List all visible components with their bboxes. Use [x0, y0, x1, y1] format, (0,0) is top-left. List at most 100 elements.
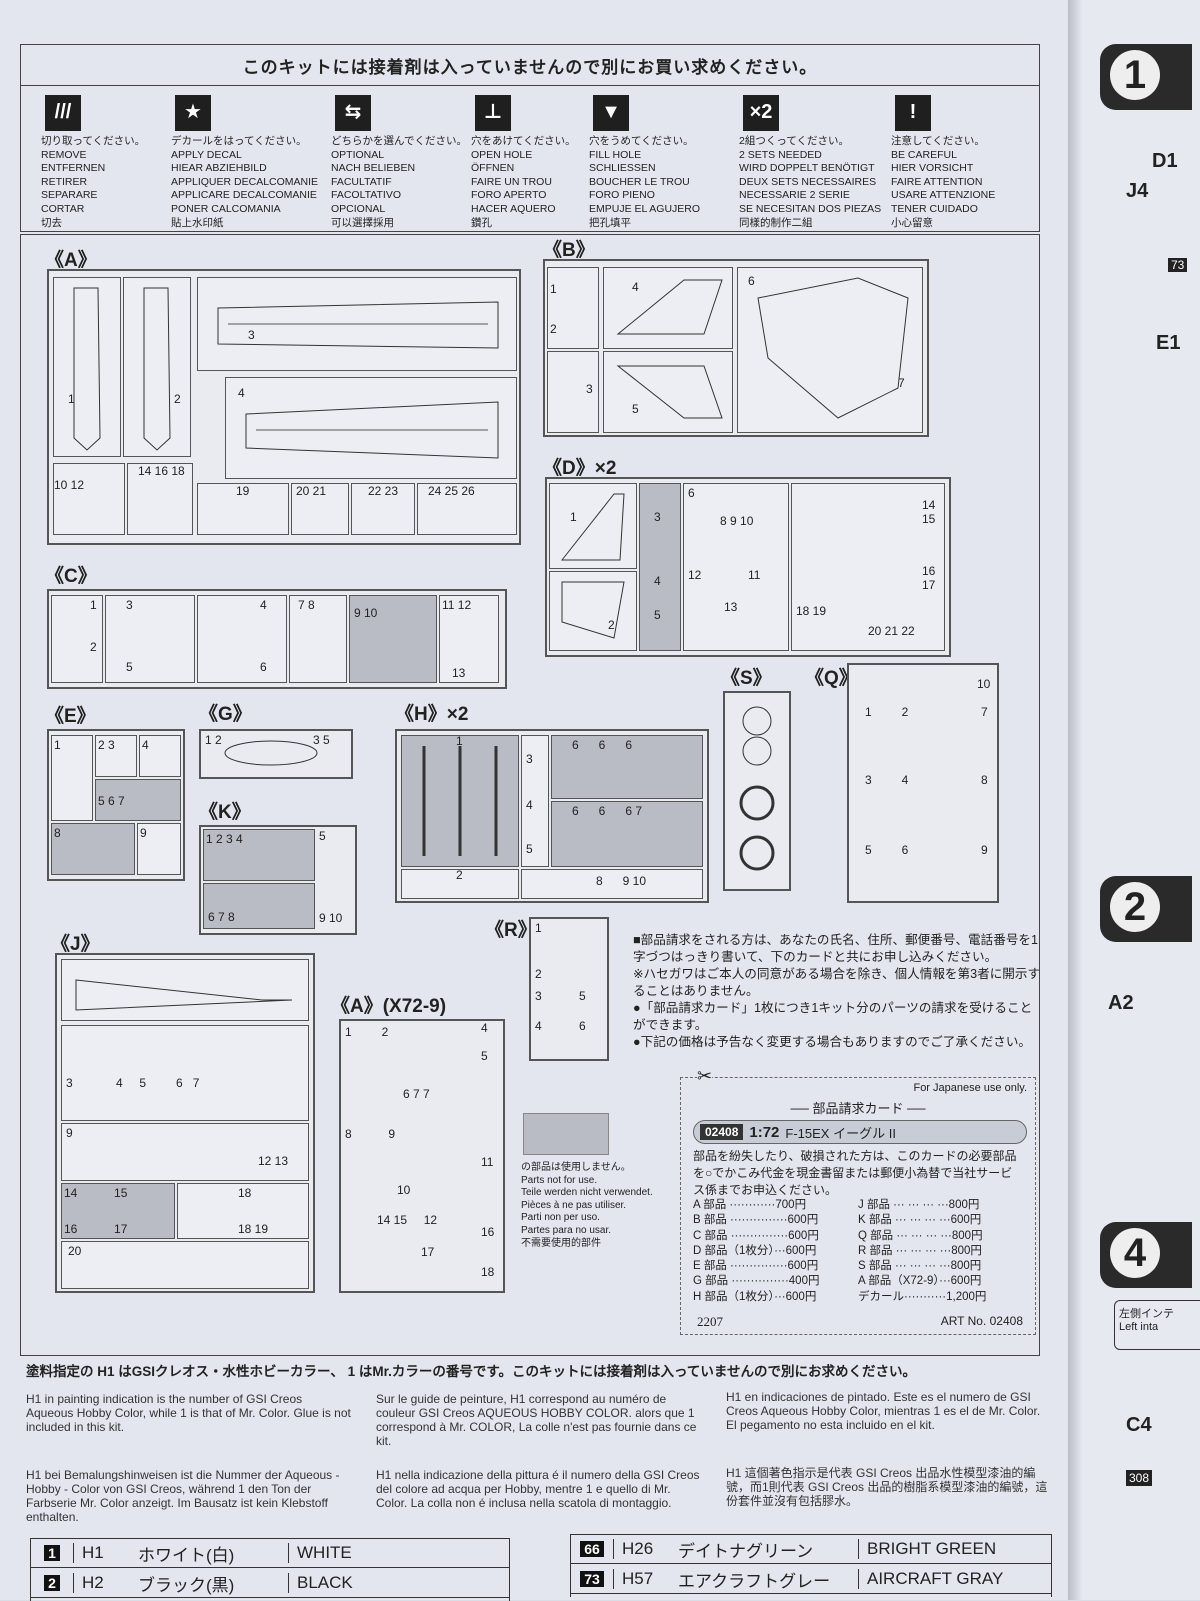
price-item: G 部品 ···············400円 [693, 1275, 820, 1288]
legend-text: RETIRER [41, 175, 88, 188]
legend-text: WIRD DOPPELT BENÖTIGT [739, 162, 875, 175]
parts-request-card: ✂ For Japanese use only. ── 部品請求カード ── 0… [680, 1066, 1036, 1335]
part-cell: 1 [401, 734, 519, 867]
part-cell: 4 [139, 735, 181, 777]
paint-note-de: H1 bei Bemalungshinweisen ist die Nummer… [26, 1468, 340, 1524]
legend-text: SCHLIESSEN [589, 162, 656, 175]
sprue-label-s: 《S》 [721, 668, 772, 689]
price-item: B 部品 ···············600円 [693, 1214, 819, 1227]
decal-star-icon: ★ [175, 95, 211, 131]
part-cell: 6 6 6 [551, 735, 703, 799]
legend-text: 同樣的制作二組 [739, 216, 813, 229]
step-badge: 4 [1100, 1222, 1192, 1288]
part-cell: 2 [549, 571, 637, 651]
sprue-label-j: 《J》 [51, 934, 100, 955]
paint-note-it: H1 nella indicazione della pittura é il … [376, 1468, 700, 1510]
card-instructions: 部品を紛失したり、破損された方は、このカードの必要部品を○でかこみ代金を現金書留… [693, 1149, 1017, 1197]
legend-text: 小心留意 [891, 216, 933, 229]
part-cell: 1 [53, 277, 121, 457]
fill-hole-icon: ▼ [593, 95, 629, 131]
part-cell: 22 23 [351, 483, 415, 535]
price-row: H 部品（1枚分）···600円デカール···········1,200円 [693, 1290, 1023, 1305]
paint-note-zh: H1 這個著色指示是代表 GSI Creos 出品水性模型漆油的編號，而1則代表… [726, 1466, 1048, 1508]
note-line: ●下記の価格は予告なく変更する場合もありますのでご了承ください。 [633, 1035, 1032, 1049]
legend-text: 穴をあけてください。 [471, 135, 576, 147]
price-item: H 部品（1枚分）···600円 [693, 1290, 817, 1303]
kit-scale: 1:72 [749, 1123, 780, 1141]
legend-text: どちらかを選んでください。 [331, 135, 467, 147]
note-line: ※ハセガワはご本人の同意がある場合を除き、個人情報を第3者に開示することはありま… [633, 967, 1041, 998]
part-cell: 5 [603, 351, 733, 433]
page-fold [1068, 0, 1082, 1600]
part-cell: 20 [61, 1241, 309, 1289]
caution-icon: ! [895, 95, 931, 131]
drill-hole-icon: ⊥ [475, 95, 511, 131]
sprue-label-h: 《H》×2 [395, 704, 469, 725]
part-cell: 1 [51, 735, 93, 821]
part-cell: 4 [225, 377, 517, 479]
legend-text: 2組つくってください。 [739, 135, 849, 147]
price-item: S 部品 ··· ··· ··· ···800円 [858, 1260, 982, 1273]
legend-text: BOUCHER LE TROU [589, 175, 690, 188]
paint-note-en: H1 in painting indication is the number … [26, 1392, 351, 1434]
cut-icon: /// [45, 95, 81, 131]
legend-text: HIER VORSICHT [891, 162, 974, 175]
legend-text: EMPUJE EL AGUJERO [589, 202, 701, 215]
price-item: E 部品 ···············600円 [693, 1260, 819, 1273]
legend-text: ENTFERNEN [41, 162, 106, 175]
part-cell: 8 [51, 823, 135, 875]
part-cell: 9 [137, 823, 181, 875]
part-callout: J4 [1126, 180, 1149, 202]
part-cell [61, 959, 309, 1021]
price-item: A 部品 ············700円 [693, 1199, 807, 1211]
instruction-sheet-left-page: このキットには接着剤は入っていませんので別にお買い求めください。 ///切り取っ… [20, 44, 1052, 1601]
part-cell: 6 7 8 [203, 883, 315, 929]
sprue-label-r: 《R》 [485, 920, 537, 941]
sprue-label-g: 《G》 [199, 704, 252, 725]
parts-not-used-legend: の部品は使用しません。Parts not for use.Teile werde… [521, 1162, 653, 1249]
legend-text: CORTAR [41, 202, 85, 215]
sprue-label-b: 《B》 [543, 240, 595, 261]
price-item: Q 部品 ··· ··· ··· ···800円 [858, 1229, 983, 1242]
legend-text: BE CAREFUL [891, 148, 957, 161]
part-cell: 5 6 7 [95, 779, 181, 821]
kit-banner: 02408 1:72 F-15EX イーグル II [693, 1120, 1027, 1144]
legend-text: DEUX SETS NECESSAIRES [739, 175, 877, 188]
legend-text: 把孔填平 [589, 216, 631, 229]
legend-text: 切去 [41, 216, 62, 229]
kit-name: F-15EX イーグル II [785, 1125, 896, 1141]
sprue-label-e: 《E》 [45, 706, 96, 727]
japan-only-note: For Japanese use only. [913, 1082, 1027, 1094]
legend-text: FAIRE ATTENTION [891, 175, 983, 188]
legend-text: 2 SETS NEEDED [739, 148, 822, 161]
color-callout: 73 [1168, 258, 1188, 272]
sprue-label-q: 《Q》 [805, 668, 858, 689]
legend-text: デカールをはってください。 [171, 135, 307, 147]
legend-text: 可以選擇採用 [331, 216, 394, 229]
legend-text: 穴をうめてください。 [589, 135, 694, 147]
legend-text: OPEN HOLE [471, 148, 533, 161]
part-cell: 2 [123, 277, 191, 457]
part-callout: E1 [1156, 332, 1181, 354]
art-number: ART No. 02408 [940, 1314, 1023, 1328]
